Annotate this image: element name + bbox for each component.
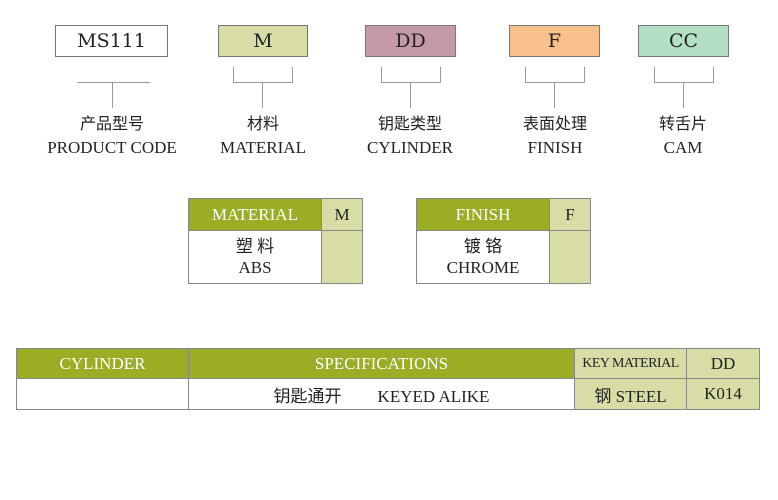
connector bbox=[233, 82, 293, 83]
material-header: MATERIAL bbox=[188, 198, 322, 231]
cam-code-box: CC bbox=[638, 25, 729, 57]
cylinder-table: CYLINDER SPECIFICATIONS KEY MATERIAL DD … bbox=[16, 348, 760, 410]
key-material-cell: 钢 STEEL bbox=[574, 378, 687, 410]
connector bbox=[525, 67, 526, 82]
connector bbox=[440, 67, 441, 82]
specifications-header: SPECIFICATIONS bbox=[188, 348, 575, 379]
cylinder-header: CYLINDER bbox=[16, 348, 189, 379]
finish-code-box: F bbox=[509, 25, 600, 57]
connector bbox=[112, 82, 113, 108]
finish-header: FINISH bbox=[416, 198, 550, 231]
connector bbox=[381, 82, 441, 83]
product-code-box: MS111 bbox=[55, 25, 168, 57]
cylinder-code-box: DD bbox=[365, 25, 456, 57]
finish-code-cell bbox=[549, 230, 591, 284]
connector bbox=[584, 67, 585, 82]
key-material-header: KEY MATERIAL bbox=[574, 348, 687, 379]
connector bbox=[292, 67, 293, 82]
connector bbox=[381, 67, 382, 82]
material-code: M bbox=[321, 198, 363, 231]
connector bbox=[654, 67, 655, 82]
cylinder-cell bbox=[16, 378, 189, 410]
connector bbox=[683, 82, 684, 108]
connector bbox=[713, 67, 714, 82]
dd-header: DD bbox=[686, 348, 760, 379]
connector bbox=[410, 82, 411, 108]
connector bbox=[233, 67, 234, 82]
finish-code: F bbox=[549, 198, 591, 231]
connector bbox=[654, 82, 714, 83]
material-code-box: M bbox=[218, 25, 308, 57]
connector bbox=[262, 82, 263, 108]
dd-cell: K014 bbox=[686, 378, 760, 410]
connector bbox=[77, 82, 150, 83]
connector bbox=[525, 82, 585, 83]
material-code-cell bbox=[321, 230, 363, 284]
connector bbox=[554, 82, 555, 108]
